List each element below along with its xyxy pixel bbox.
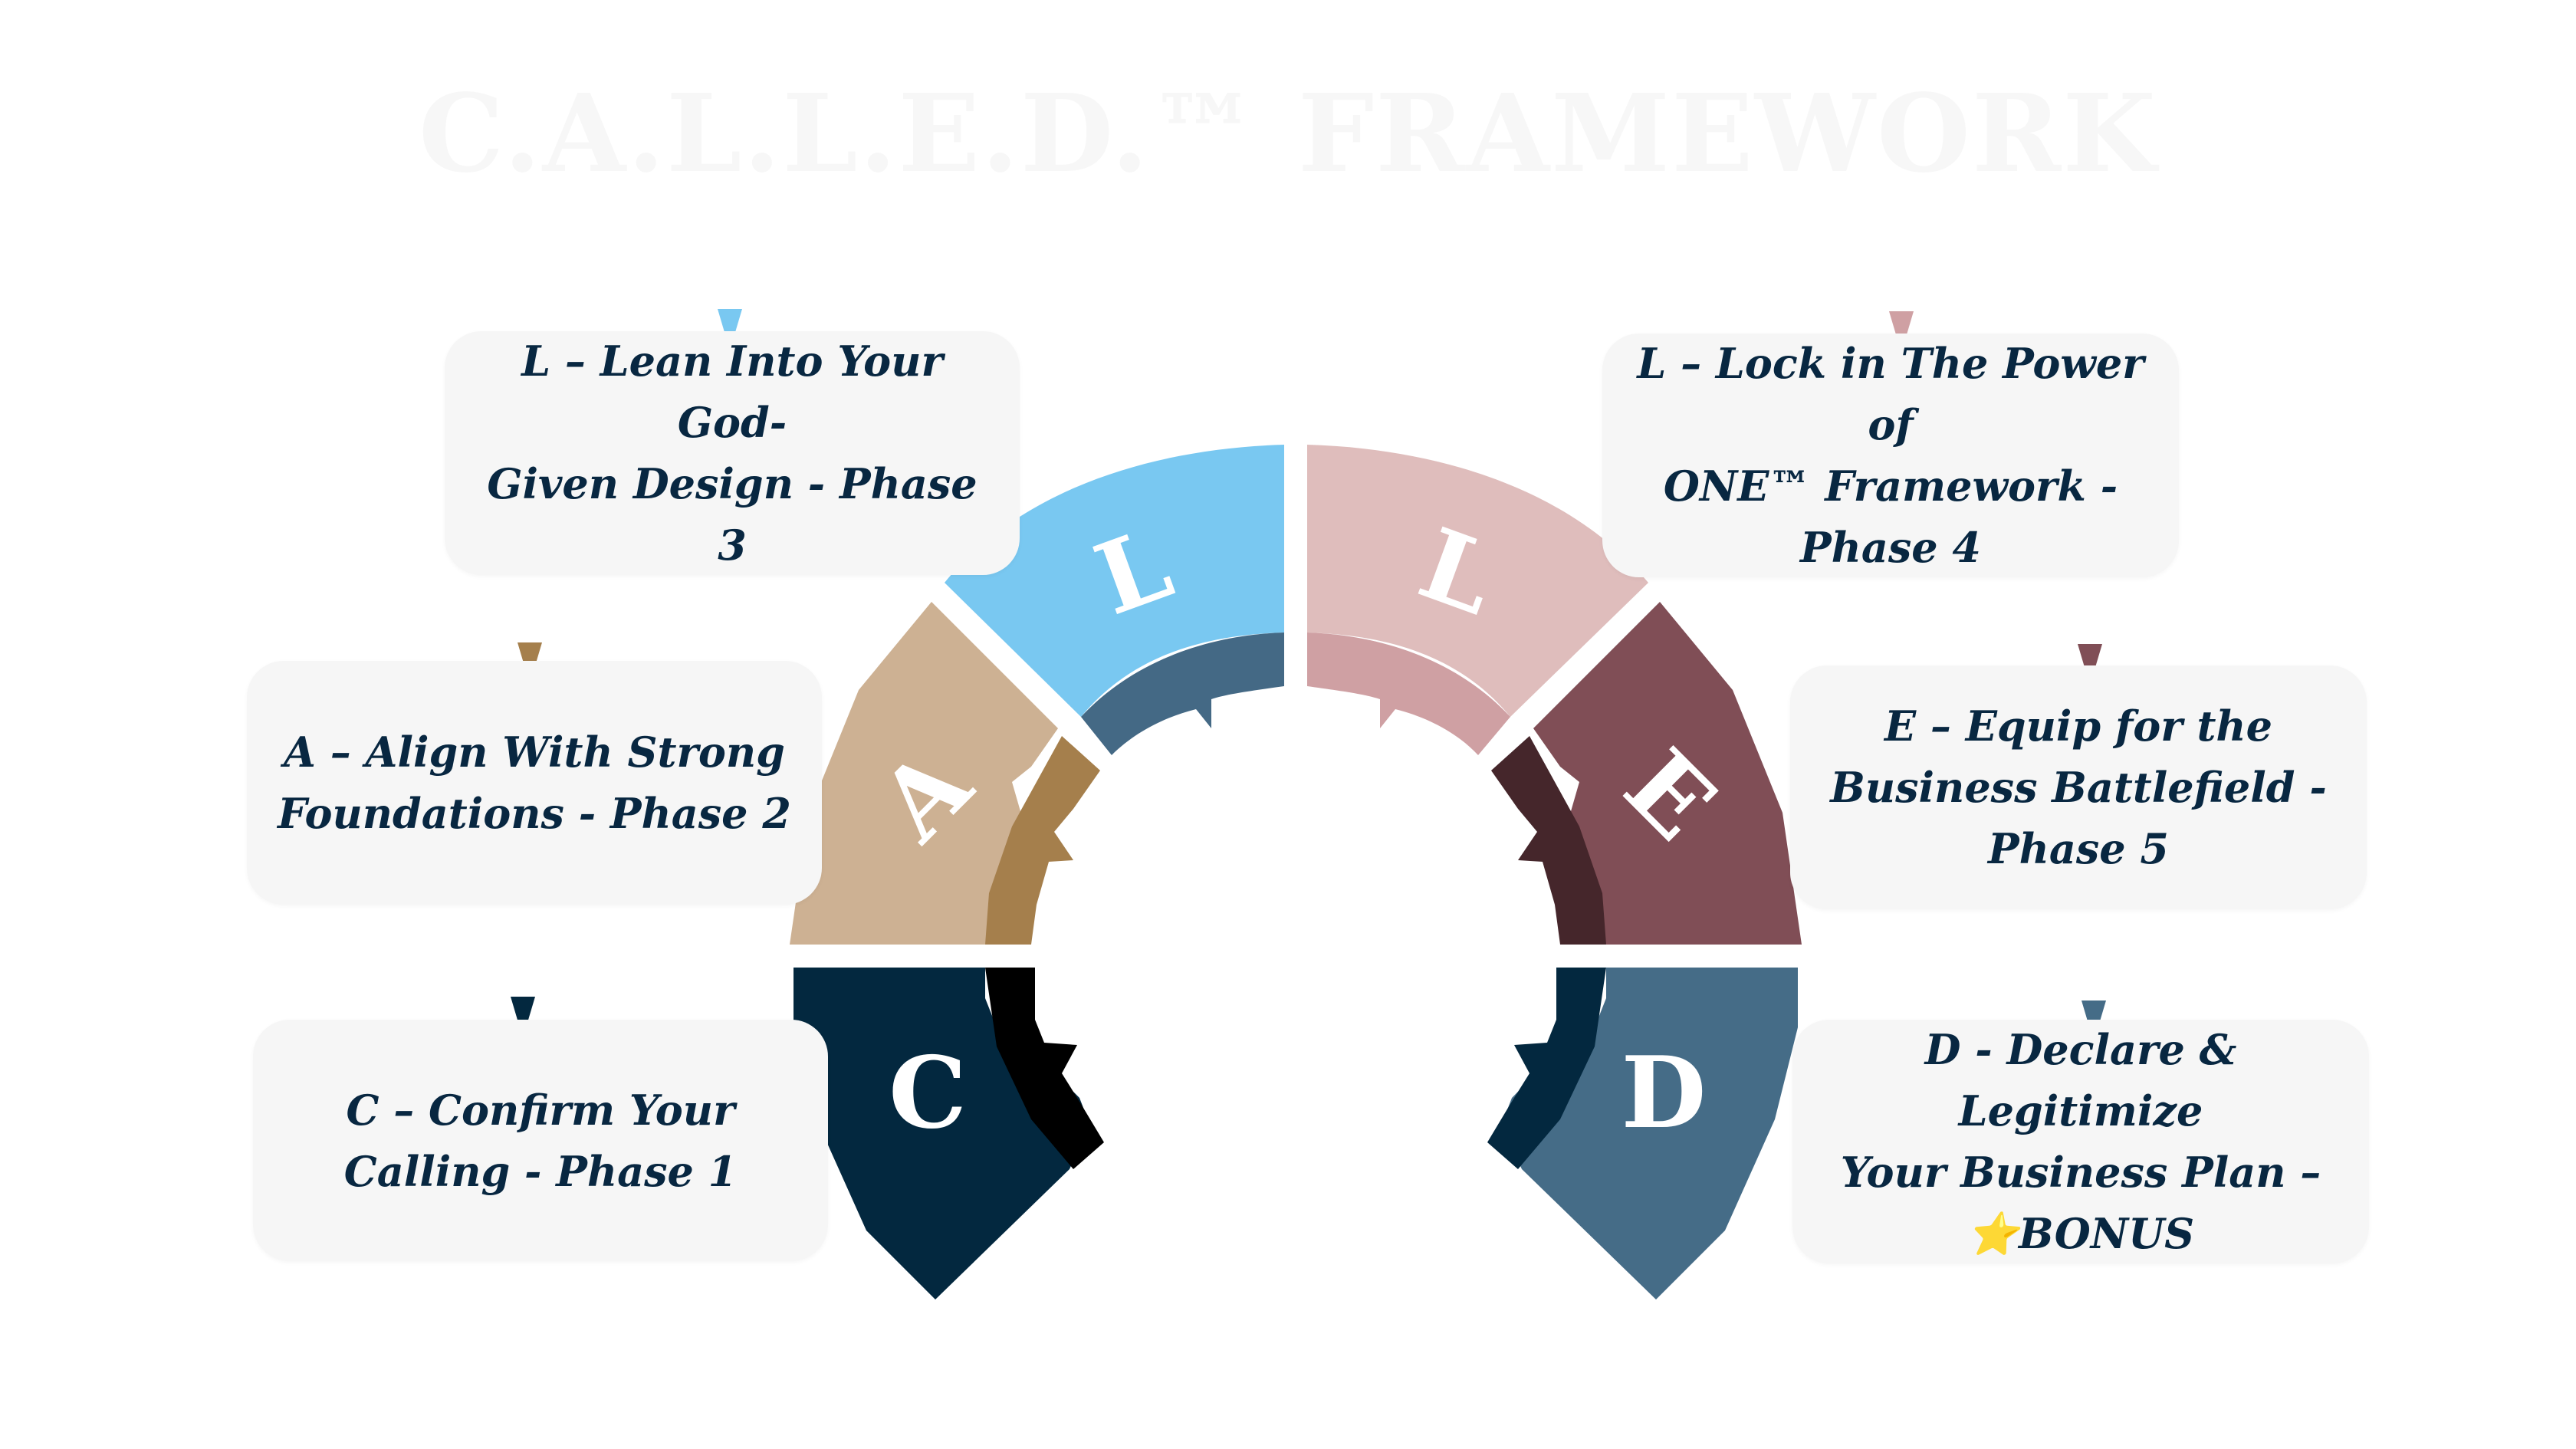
label-c-line-1: C – Confirm Your [346, 1085, 735, 1135]
label-l-right-text: L – Lock in The Power of ONE™ Framework … [1633, 333, 2148, 578]
label-l-left-line-2: Given Design - Phase 3 [487, 459, 978, 570]
label-c-text: C – Confirm Your Calling - Phase 1 [344, 1079, 738, 1202]
label-d-text: D - Declare & Legitimize Your Business P… [1823, 1019, 2338, 1264]
label-d-line-3: ⭐BONUS [1967, 1209, 2195, 1258]
label-c-line-2: Calling - Phase 1 [343, 1146, 738, 1196]
label-d-line-2: Your Business Plan – [1840, 1148, 2321, 1197]
label-card-d: D - Declare & Legitimize Your Business P… [1792, 1020, 2369, 1263]
segment-l-right: L [1307, 445, 1648, 755]
segment-c-letter: C [889, 1036, 967, 1151]
segment-d: D [1487, 968, 1798, 1300]
label-d-line-1: D - Declare & Legitimize [1924, 1025, 2237, 1135]
label-e-line-2: Business Battlefield - [1830, 763, 2327, 812]
label-card-l-left: L – Lean Into Your God- Given Design - P… [445, 331, 1020, 575]
segment-a-outer [790, 602, 1058, 945]
segment-l-right-outer [1307, 445, 1648, 717]
diagram-title: C.A.L.L.E.D.™ FRAMEWORK [418, 71, 2158, 197]
segment-d-inner [1487, 968, 1606, 1169]
segment-a-inner [985, 736, 1100, 945]
label-l-right-line-2: ONE™ Framework - [1663, 462, 2118, 511]
segment-e-inner [1491, 736, 1606, 945]
label-e-line-1: E – Equip for the [1884, 702, 2273, 751]
segment-l-right-inner [1307, 632, 1510, 755]
segment-d-letter: D [1622, 1036, 1707, 1151]
segment-e: E [1491, 602, 1802, 945]
segment-l-left-inner [1081, 632, 1284, 755]
label-card-c: C – Confirm Your Calling - Phase 1 [253, 1020, 828, 1261]
segment-c: C [794, 968, 1104, 1300]
label-card-e: E – Equip for the Business Battlefield -… [1790, 665, 2367, 909]
label-card-a: A – Align With Strong Foundations - Phas… [247, 661, 822, 905]
label-card-l-right: L – Lock in The Power of ONE™ Framework … [1602, 334, 2179, 577]
label-l-left-line-1: L – Lean Into Your God- [521, 337, 943, 447]
label-e-line-3: Phase 5 [1988, 824, 2169, 873]
segment-l-left-outer [945, 445, 1284, 717]
label-l-right-line-1: L – Lock in The Power of [1637, 339, 2144, 449]
segment-e-outer [1533, 602, 1802, 945]
label-l-right-line-3: Phase 4 [1800, 523, 1981, 572]
label-a-line-1: A – Align With Strong [284, 728, 785, 777]
segment-c-inner [985, 968, 1104, 1169]
segment-l-left: L [945, 445, 1284, 755]
label-l-left-text: L – Lean Into Your God- Given Design - P… [475, 330, 989, 576]
label-a-line-2: Foundations - Phase 2 [278, 789, 791, 838]
segment-a: A [790, 602, 1100, 945]
label-a-text: A – Align With Strong Foundations - Phas… [278, 721, 791, 844]
label-e-text: E – Equip for the Business Battlefield -… [1830, 695, 2327, 879]
